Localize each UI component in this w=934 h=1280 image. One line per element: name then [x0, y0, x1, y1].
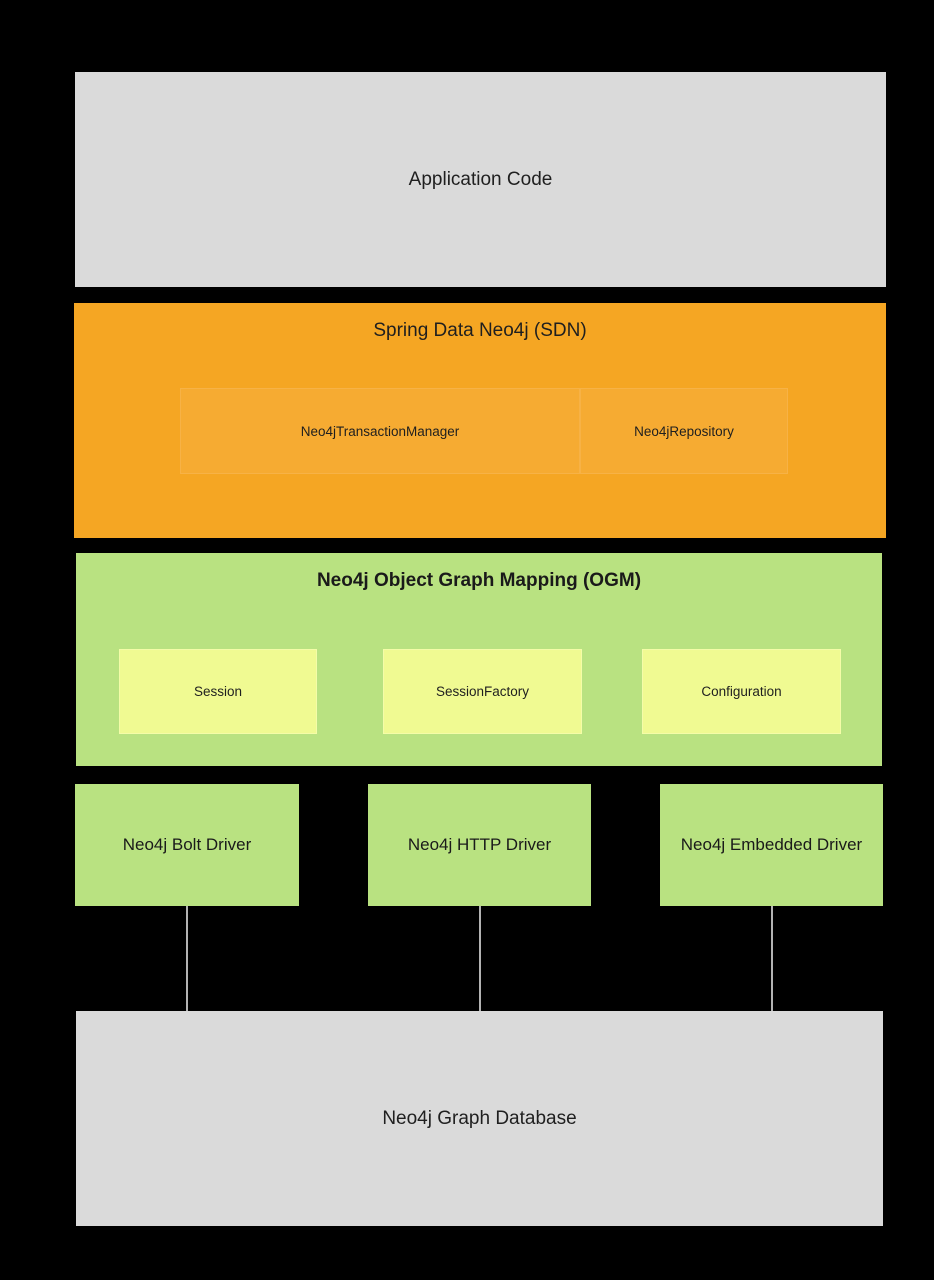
driver-http: Neo4j HTTP Driver	[368, 784, 591, 906]
ogm-title: Neo4j Object Graph Mapping (OGM)	[316, 570, 642, 591]
driver-bolt-label: Neo4j Bolt Driver	[122, 835, 252, 854]
driver-embedded-label: Neo4j Embedded Driver	[680, 835, 863, 854]
ogm-component-session-factory: SessionFactory	[383, 649, 582, 734]
layer-application-code: Application Code	[75, 72, 886, 287]
ogm-component-session: Session	[119, 649, 317, 734]
driver-bolt: Neo4j Bolt Driver	[75, 784, 299, 906]
layer-spring-data-neo4j: Spring Data Neo4j (SDN) Neo4jTransaction…	[74, 303, 886, 538]
driver-http-label: Neo4j HTTP Driver	[407, 835, 552, 854]
graph-database-label: Neo4j Graph Database	[382, 1107, 577, 1129]
sdn-component-transaction-manager-label: Neo4jTransactionManager	[300, 423, 460, 439]
connector-http-to-database	[479, 906, 481, 1011]
connector-embedded-to-database	[771, 906, 773, 1011]
sdn-title: Spring Data Neo4j (SDN)	[373, 320, 587, 341]
layer-neo4j-ogm: Neo4j Object Graph Mapping (OGM) Session…	[76, 553, 882, 766]
connector-bolt-to-database	[186, 906, 188, 1011]
sdn-component-row: Neo4jTransactionManager Neo4jRepository	[74, 388, 886, 474]
ogm-component-session-label: Session	[193, 684, 243, 699]
ogm-component-row: Session SessionFactory Configuration	[76, 649, 882, 734]
ogm-component-configuration: Configuration	[642, 649, 841, 734]
sdn-component-repository: Neo4jRepository	[580, 388, 788, 474]
ogm-component-session-factory-label: SessionFactory	[435, 684, 530, 699]
ogm-component-configuration-label: Configuration	[701, 684, 782, 699]
driver-embedded: Neo4j Embedded Driver	[660, 784, 883, 906]
layer-neo4j-graph-database: Neo4j Graph Database	[76, 1011, 883, 1226]
sdn-component-transaction-manager: Neo4jTransactionManager	[180, 388, 580, 474]
application-code-label: Application Code	[408, 168, 553, 190]
sdn-component-repository-label: Neo4jRepository	[634, 423, 734, 439]
